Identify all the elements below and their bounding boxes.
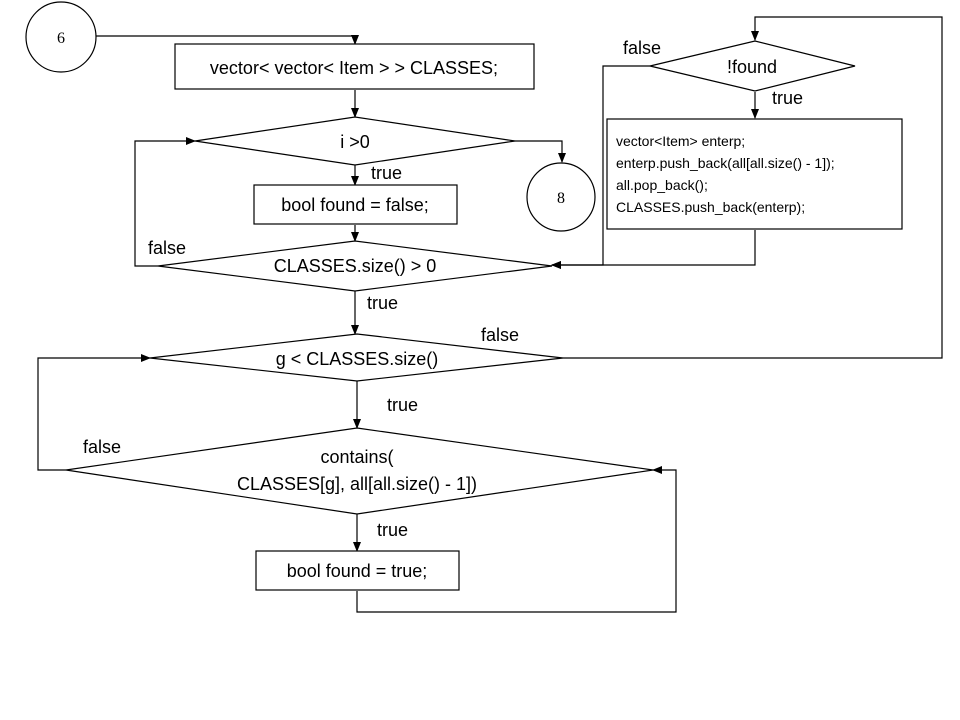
edge-start-to-declare: [96, 35, 359, 45]
cond-not-found-text: !found: [727, 57, 777, 77]
cond-contains-text-line1: contains(: [320, 447, 393, 467]
edge-cond-g-false-to-not-found: [563, 16, 943, 359]
new-class-box: [606, 118, 903, 230]
cond-contains-diamond: [65, 427, 654, 515]
end-connector-label: 8: [557, 190, 565, 207]
start-connector: [25, 1, 97, 73]
label-classes-false: false: [148, 238, 186, 258]
cond-not-found-diamond: [649, 40, 856, 92]
label-classes-true: true: [367, 293, 398, 313]
label-i-true: true: [371, 163, 402, 183]
new-class-line-4: CLASSES.push_back(enterp);: [616, 199, 805, 215]
set-found-box: [255, 550, 460, 591]
cond-i-diamond: [194, 116, 516, 166]
edge-contains-false-loop: [37, 354, 151, 471]
edge-new-class-to-cond-size: [551, 230, 756, 269]
new-class-line-1: vector<Item> enterp;: [616, 133, 745, 149]
label-g-true: true: [387, 395, 418, 415]
cond-classes-size-text: CLASSES.size() > 0: [274, 256, 437, 276]
declare-classes-box: [174, 43, 535, 90]
end-connector: [526, 162, 596, 232]
edge-cond-size-false-loop: [134, 137, 196, 267]
cond-g-text: g < CLASSES.size(): [276, 349, 439, 369]
label-contains-true: true: [377, 520, 408, 540]
edge-cond-i-to-end: [515, 140, 566, 163]
cond-g-diamond: [149, 333, 564, 382]
init-found-text: bool found = false;: [281, 195, 429, 215]
init-found-box: [253, 184, 458, 225]
new-class-line-3: all.pop_back();: [616, 177, 708, 193]
declare-classes-text: vector< vector< Item > > CLASSES;: [210, 58, 498, 78]
set-found-text: bool found = true;: [287, 561, 428, 581]
label-g-false: false: [481, 325, 519, 345]
start-connector-label: 6: [57, 30, 65, 47]
label-contains-false: false: [83, 437, 121, 457]
label-notfound-false: false: [623, 38, 661, 58]
cond-classes-size-diamond: [157, 240, 553, 292]
edge-set-found-loop: [356, 466, 677, 613]
label-notfound-true: true: [772, 88, 803, 108]
cond-i-text: i >0: [340, 132, 370, 152]
new-class-line-2: enterp.push_back(all[all.size() - 1]);: [616, 155, 835, 171]
cond-contains-text-line2: CLASSES[g], all[all.size() - 1]): [237, 474, 477, 494]
